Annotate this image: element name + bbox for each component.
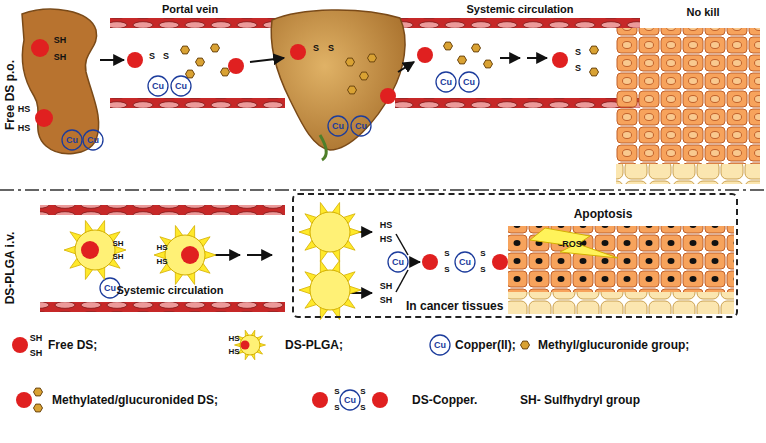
copper-ring (171, 76, 191, 96)
text-label: S (313, 44, 319, 53)
text-label: S (480, 266, 485, 274)
text-label: SH (54, 36, 67, 45)
methyl-group (368, 54, 377, 62)
text-label: HS (156, 258, 167, 266)
methyl-group (34, 404, 43, 412)
region-caption: In cancer tissues (406, 299, 503, 313)
copper-label: Cu (87, 136, 99, 145)
copper-ring (328, 116, 348, 136)
copper-label: Cu (152, 82, 164, 91)
methyl-group (34, 388, 43, 396)
copper-ring (430, 335, 450, 355)
copper-ring (148, 76, 168, 96)
copper-ring (436, 72, 456, 92)
legend-text: Methyl/glucuronide group; (538, 338, 689, 352)
legend-text: SH- Sulfhydryl group (520, 393, 640, 407)
methyl-group (348, 86, 357, 94)
text-label: HS (228, 348, 239, 356)
text-label: HS (18, 105, 31, 114)
plga-particle (154, 226, 216, 285)
text-label: Systemic circulation (467, 4, 574, 15)
text-label: ROS (562, 240, 582, 249)
panel-label: Free DS p.o. (4, 60, 16, 130)
copper-ring (62, 130, 82, 150)
copper-label: Cu (355, 122, 367, 131)
text-label: S (328, 44, 334, 53)
methyl-group (484, 60, 493, 68)
copper-label: Cu (440, 78, 452, 87)
methyl-group (458, 56, 467, 64)
legend-text: Free DS; (48, 338, 97, 352)
text-label: S (334, 388, 339, 396)
copper-ring (340, 390, 360, 410)
copper-label: Cu (459, 258, 471, 267)
copper-label: Cu (434, 341, 446, 350)
text-label: HS (228, 335, 239, 343)
text-label: SH (30, 334, 43, 343)
methyl-group (211, 44, 220, 52)
text-label: SH (54, 53, 67, 62)
legend-text: Copper(II); (455, 338, 516, 352)
text-label: SH (380, 296, 393, 305)
copper-label: Cu (104, 284, 116, 293)
text-label: S (575, 64, 581, 73)
text-label: HS (156, 244, 167, 252)
text-label: Systemic circulation (117, 285, 224, 296)
copper-ring (351, 116, 371, 136)
methyl-group (360, 72, 369, 80)
methyl-group (196, 58, 205, 66)
copper-label: Cu (463, 78, 475, 87)
copper-ring (388, 252, 408, 272)
methyl-group (590, 68, 599, 76)
methyl-group (472, 44, 481, 52)
text-label: S (149, 52, 155, 61)
methyl-group (521, 341, 530, 349)
methyl-group (186, 70, 195, 78)
methyl-group (444, 42, 453, 50)
text-label: S (360, 388, 365, 396)
plga-particle (299, 261, 361, 320)
methyl-group (221, 68, 230, 76)
text-label: S (334, 404, 339, 412)
copper-ring (83, 130, 103, 150)
text-label: HS (380, 235, 393, 244)
methyl-group (181, 46, 190, 54)
text-label: No kill (686, 7, 719, 18)
legend-text: DS-PLGA; (285, 338, 343, 352)
text-label: S (444, 250, 449, 258)
text-label: SH (112, 253, 123, 261)
text-label: HS (18, 124, 31, 133)
text-label: SH (30, 349, 43, 358)
text-label: SH (112, 240, 123, 248)
text-label: SH (380, 282, 393, 291)
text-label: HS (380, 221, 393, 230)
panel-label: DS-PLGA i.v. (4, 232, 16, 305)
copper-ring (455, 252, 475, 272)
copper-label: Cu (332, 122, 344, 131)
text-label: S (480, 250, 485, 258)
copper-ring (459, 72, 479, 92)
plga-particle (299, 203, 361, 262)
copper-label: Cu (344, 396, 356, 405)
legend-text: Methylated/glucuronided DS; (52, 393, 218, 407)
methyl-group (590, 46, 599, 54)
tissue-region: In cancer tissues (292, 193, 738, 318)
legend-text: DS-Copper. (412, 393, 477, 407)
plga-particle (64, 221, 126, 280)
text-label: S (575, 48, 581, 57)
text-label: Apoptosis (574, 208, 633, 220)
text-label: S (163, 52, 169, 61)
text-label: S (444, 266, 449, 274)
methyl-group (346, 58, 355, 66)
copper-label: Cu (392, 258, 404, 267)
copper-label: Cu (175, 82, 187, 91)
copper-label: Cu (66, 136, 78, 145)
text-label: Portal vein (162, 4, 218, 15)
text-label: S (360, 404, 365, 412)
